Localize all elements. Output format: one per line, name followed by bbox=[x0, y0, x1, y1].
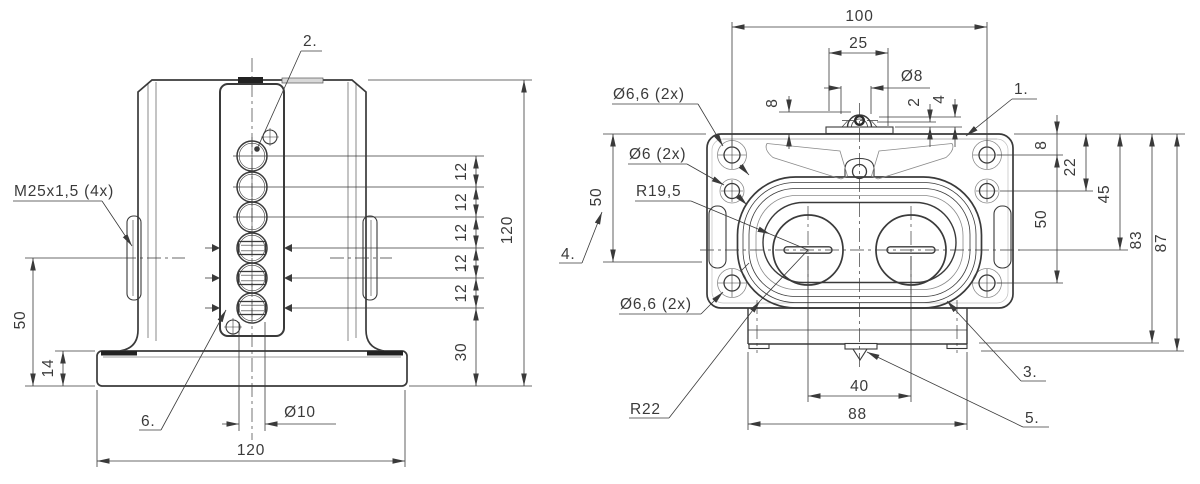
dim-text-50-right: 50 bbox=[1033, 210, 1050, 229]
dim-text-50-left-rv: 50 bbox=[588, 188, 605, 207]
slot-row-arrows bbox=[212, 244, 292, 312]
svg-text:R22: R22 bbox=[630, 401, 661, 418]
lower-body bbox=[747, 300, 968, 362]
svg-text:1.: 1. bbox=[1014, 81, 1029, 98]
centerlines-left-view bbox=[122, 58, 392, 440]
dim-text-8-right: 8 bbox=[1033, 140, 1050, 149]
callout-5: 5. bbox=[866, 351, 1049, 428]
top-gasket-dark bbox=[238, 77, 263, 83]
terminal-circles-slotted bbox=[236, 232, 268, 324]
dim-text-2: 2 bbox=[906, 97, 923, 106]
dim-text-dia10: Ø10 bbox=[284, 404, 316, 421]
top-pockets bbox=[765, 143, 954, 180]
label-d6: Ø6 (2x) bbox=[628, 146, 748, 206]
dim-text-12-1: 12 bbox=[453, 162, 470, 181]
side-slot-right bbox=[993, 205, 1012, 269]
dim-text-88: 88 bbox=[848, 406, 867, 423]
callout-2: 2. bbox=[254, 33, 322, 152]
centerlines-right-view bbox=[700, 103, 1020, 368]
d6-holes bbox=[719, 178, 1000, 204]
drain-triangle bbox=[851, 348, 869, 362]
dim-text-83: 83 bbox=[1128, 231, 1145, 250]
svg-text:3.: 3. bbox=[1023, 364, 1038, 381]
svg-text:2.: 2. bbox=[303, 33, 318, 50]
dim-text-12-2: 12 bbox=[453, 193, 470, 212]
callout-6: 6. bbox=[139, 309, 227, 431]
dim-text-8-top: 8 bbox=[764, 98, 781, 107]
dim-text-12-5: 12 bbox=[453, 284, 470, 303]
dim-text-14: 14 bbox=[40, 359, 57, 378]
dim-text-4: 4 bbox=[931, 94, 948, 103]
callout-3: 3. bbox=[946, 300, 1046, 382]
dimension-lines-left-view bbox=[30, 80, 527, 464]
callout-1: 1. bbox=[965, 81, 1037, 137]
housing-outline bbox=[119, 77, 385, 352]
dim-text-dia8: Ø8 bbox=[901, 68, 923, 85]
label-r195: R19,5 bbox=[635, 183, 809, 251]
parting-line bbox=[711, 138, 1009, 304]
label-d66-top: Ø6,6 (2x) bbox=[612, 86, 750, 176]
label-d66-bottom: Ø6,6 (2x) bbox=[619, 262, 750, 315]
dim-text-22: 22 bbox=[1062, 158, 1079, 177]
extension-lines-right-view bbox=[603, 22, 1185, 430]
dim-text-12-4: 12 bbox=[453, 254, 470, 273]
side-slot-left bbox=[708, 205, 727, 269]
dim-text-40: 40 bbox=[850, 378, 869, 395]
svg-text:6.: 6. bbox=[141, 413, 156, 430]
svg-text:R19,5: R19,5 bbox=[636, 183, 681, 200]
thread-label: M25x1,5 (4x) bbox=[13, 183, 133, 247]
dim-text-12-3: 12 bbox=[453, 223, 470, 242]
label-r22: R22 bbox=[629, 249, 809, 419]
svg-text:Ø6 (2x): Ø6 (2x) bbox=[629, 146, 686, 163]
right-view: 100 25 Ø8 8 2 4 50 8 22 50 45 83 87 40 8… bbox=[559, 8, 1185, 430]
dim-text-120-bottom: 120 bbox=[237, 442, 265, 459]
svg-text:4.: 4. bbox=[561, 246, 576, 263]
dim-text-25: 25 bbox=[849, 35, 868, 52]
svg-text:Ø6,6 (2x): Ø6,6 (2x) bbox=[613, 86, 685, 103]
svg-text:M25x1,5 (4x): M25x1,5 (4x) bbox=[14, 183, 114, 200]
svg-text:Ø6,6 (2x): Ø6,6 (2x) bbox=[620, 296, 692, 313]
extension-lines-left-view bbox=[25, 79, 532, 467]
terminal-circles-plain bbox=[236, 137, 268, 236]
dim-text-30: 30 bbox=[453, 343, 470, 362]
dim-text-45: 45 bbox=[1096, 185, 1113, 204]
dimension-lines-right-view bbox=[610, 24, 1180, 427]
top-gasket-light bbox=[281, 77, 324, 84]
callout-4: 4. bbox=[559, 211, 603, 264]
dim-text-120-right: 120 bbox=[499, 216, 516, 244]
dim-text-50-left: 50 bbox=[12, 311, 29, 330]
svg-text:5.: 5. bbox=[1025, 410, 1040, 427]
left-view: 12 12 12 12 12 30 120 50 14 Ø10 120 2. 6… bbox=[12, 33, 532, 467]
drain-tab bbox=[844, 342, 878, 350]
dim-text-87: 87 bbox=[1153, 234, 1170, 253]
dim-text-100: 100 bbox=[845, 8, 873, 25]
